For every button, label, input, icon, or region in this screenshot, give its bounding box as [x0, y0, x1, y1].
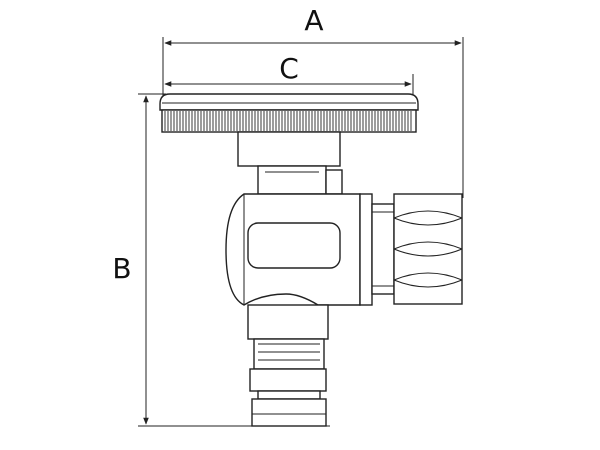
- outlet-neck: [371, 203, 395, 295]
- inlet-barb-neck: [257, 390, 321, 400]
- hex-arc-4: [393, 248, 463, 257]
- inlet-connection: [247, 304, 329, 427]
- hex-arc-3: [393, 241, 463, 250]
- body-side-collar: [359, 193, 373, 306]
- dimension-a-label: A: [304, 4, 323, 37]
- valve-handle: [159, 93, 419, 133]
- handle-top: [159, 93, 419, 111]
- body-window: [247, 222, 341, 269]
- inlet-barb-2: [251, 398, 327, 427]
- hex-arc-1: [393, 210, 463, 219]
- hex-arc-6: [393, 279, 463, 288]
- inlet-barb-1: [249, 368, 327, 392]
- valve-stem: [237, 131, 343, 195]
- dimension-b-label: B: [112, 252, 131, 285]
- stem-packing-nut: [257, 165, 327, 195]
- stem-upper-block: [237, 131, 341, 167]
- dimension-a: A: [162, 4, 464, 198]
- dimension-c: C: [164, 52, 414, 96]
- valve-body: [225, 193, 373, 306]
- hex-arc-5: [393, 272, 463, 281]
- hex-arc-2: [393, 217, 463, 226]
- outlet-connection: [371, 193, 463, 305]
- outlet-hex-nut: [393, 193, 463, 305]
- dimension-c-label: C: [279, 52, 299, 85]
- stem-side-tab: [325, 169, 343, 195]
- inlet-collar: [247, 304, 329, 340]
- handle-knurl-lines: [164, 111, 412, 131]
